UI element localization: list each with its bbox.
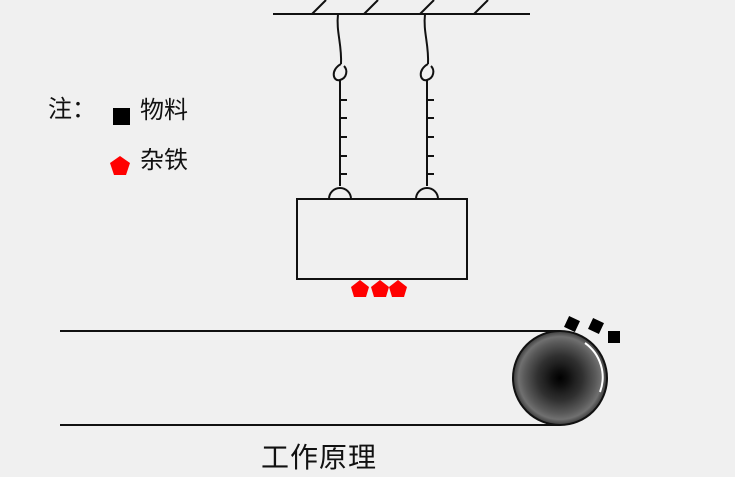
material-piece [608, 331, 620, 343]
left-hanger [328, 13, 352, 200]
iron-piece [371, 280, 389, 297]
ceiling-hatch-1 [311, 0, 327, 15]
left-lifting-eye [328, 187, 352, 200]
ceiling-hatch-2 [363, 0, 379, 15]
roller-body [512, 330, 608, 426]
right-hanger-hook [419, 63, 435, 82]
ceiling-hatch-3 [419, 0, 435, 15]
magnet-box [296, 198, 468, 280]
right-hanger-upper-rod [423, 13, 430, 65]
iron-piece [351, 280, 369, 297]
roller-highlight [584, 342, 604, 393]
belt-roller [512, 330, 608, 426]
conveyor-belt [60, 330, 560, 426]
right-lifting-eye [415, 187, 439, 200]
ceiling-hatch-4 [473, 0, 489, 15]
right-hanger [415, 13, 439, 200]
left-hanger-hook [332, 63, 348, 82]
legend-material-label: 物料 [140, 96, 188, 124]
material-piece [564, 316, 580, 332]
red-pentagon-icon [110, 156, 130, 175]
black-square-icon [113, 108, 130, 125]
material-piece [588, 318, 604, 334]
legend-iron-label: 杂铁 [140, 146, 188, 174]
diagram-caption: 工作原理 [261, 441, 378, 474]
ceiling [273, 0, 530, 15]
legend-note-label: 注： [48, 95, 96, 123]
left-hanger-upper-rod [336, 13, 343, 65]
attracted-iron-group [351, 280, 407, 297]
material-group [564, 316, 620, 343]
iron-piece [389, 280, 407, 297]
